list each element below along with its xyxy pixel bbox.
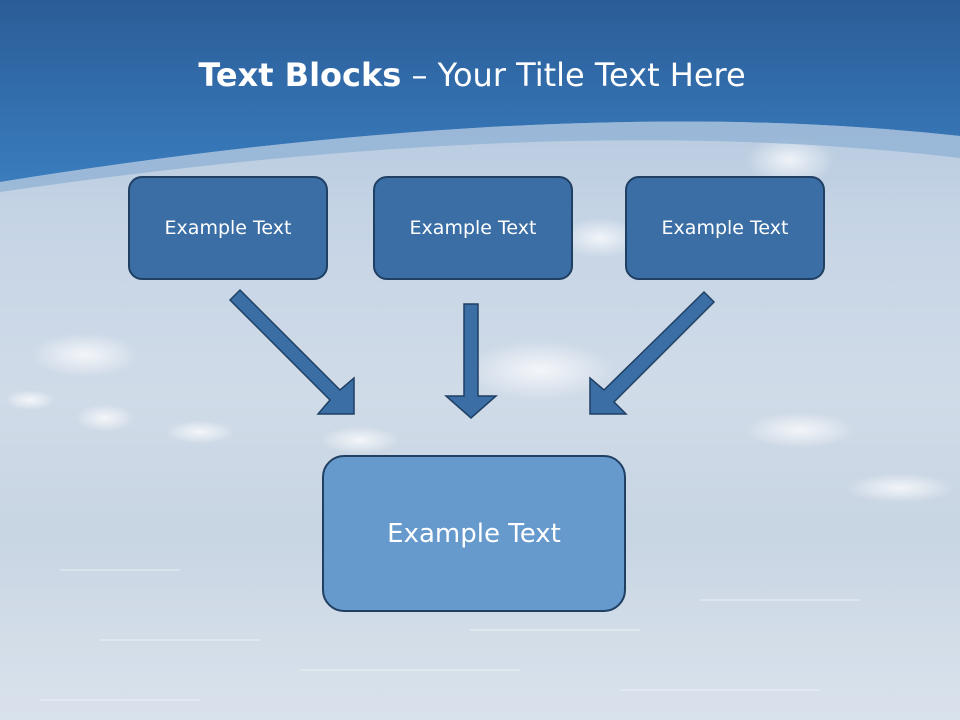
text-block-2-label: Example Text bbox=[409, 217, 537, 239]
text-block-2[interactable]: Example Text bbox=[373, 176, 573, 280]
slide-title: Text Blocks – Your Title Text Here bbox=[0, 56, 944, 94]
clouds bbox=[5, 135, 955, 503]
arrow-right-icon bbox=[589, 290, 716, 415]
text-block-1-label: Example Text bbox=[164, 217, 292, 239]
title-bold: Text Blocks bbox=[198, 56, 402, 94]
result-block[interactable]: Example Text bbox=[322, 455, 626, 612]
arrow-left-icon bbox=[228, 288, 355, 415]
text-block-3[interactable]: Example Text bbox=[625, 176, 825, 280]
text-block-3-label: Example Text bbox=[661, 217, 789, 239]
text-block-1[interactable]: Example Text bbox=[128, 176, 328, 280]
title-rest: – Your Title Text Here bbox=[401, 56, 746, 94]
result-block-label: Example Text bbox=[387, 518, 561, 549]
arrow-center-icon bbox=[444, 303, 498, 419]
